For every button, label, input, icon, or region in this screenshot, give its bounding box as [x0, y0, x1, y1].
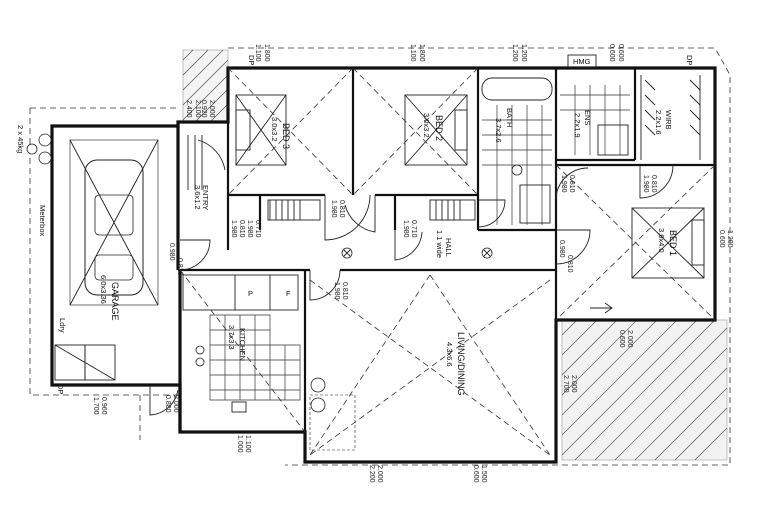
- svg-text:0.980: 0.980: [558, 240, 565, 258]
- dims-interior: 2.100 2.400 2.000 0.920 0.810 1.980 0.71…: [92, 100, 733, 483]
- room-diagonals: [179, 67, 716, 433]
- entry-stairs: [187, 135, 226, 190]
- wirb-label: WIRB: [664, 110, 673, 130]
- fridge-label: F: [286, 289, 291, 298]
- laundry-label: Ldry: [58, 318, 67, 333]
- svg-text:2.000: 2.000: [208, 100, 215, 118]
- dims-top: 1.100 1.800 1.100 1.800 1.200 1.200 0.60…: [254, 44, 624, 62]
- svg-text:0.980: 0.980: [168, 243, 175, 261]
- garage-size: 6.0x3.36: [99, 275, 108, 304]
- entry-size: 3.6x1.2: [193, 185, 202, 210]
- svg-text:1.980: 1.980: [402, 220, 409, 238]
- svg-text:1.980: 1.980: [246, 220, 253, 238]
- bed1-label: BED 1: [668, 230, 678, 256]
- pantry-label: P: [248, 289, 253, 298]
- interior-walls: [180, 68, 715, 432]
- svg-text:1.200: 1.200: [726, 230, 733, 248]
- wirb-robes: [640, 75, 701, 160]
- wirb-size: 2.2x1.6: [654, 110, 663, 135]
- svg-text:2.000: 2.000: [626, 330, 633, 348]
- bed2-furniture: [404, 94, 476, 221]
- bath-label: BATH: [505, 108, 514, 127]
- svg-text:1.700: 1.700: [92, 397, 99, 415]
- living-layout: [309, 274, 551, 456]
- dp-top-left: DP: [247, 55, 256, 65]
- svg-text:1.980: 1.980: [642, 175, 649, 193]
- svg-text:0.600: 0.600: [472, 465, 479, 483]
- svg-text:0.810: 0.810: [566, 255, 573, 273]
- svg-text:0.810: 0.810: [176, 258, 183, 276]
- bed1-size: 3.6x4.0: [657, 228, 666, 253]
- kitchen-label: KITCHEN: [238, 328, 247, 361]
- bed3-size: 3.0x3.2: [270, 117, 279, 142]
- svg-text:0.710: 0.710: [410, 220, 417, 238]
- bath-size: 3.7x2.6: [494, 118, 503, 143]
- living-label: LIVING/DINING: [456, 332, 466, 396]
- svg-text:1.800: 1.800: [263, 44, 270, 62]
- svg-text:0.600: 0.600: [618, 330, 625, 348]
- svg-text:1.980: 1.980: [330, 200, 337, 218]
- svg-text:2.000: 2.000: [570, 375, 577, 393]
- svg-text:1.100: 1.100: [254, 44, 261, 62]
- svg-text:1.100: 1.100: [409, 44, 416, 62]
- kitchen-fittings: [182, 274, 301, 413]
- door-swings: [149, 164, 674, 416]
- svg-text:2.100: 2.100: [194, 100, 201, 118]
- bed3-furniture: [235, 94, 321, 221]
- hmg-label: HMG: [573, 57, 591, 66]
- living-size: 4.3x6.6: [445, 342, 454, 367]
- meterbox-label: Meterbox: [38, 205, 47, 237]
- svg-text:0.810: 0.810: [341, 282, 348, 300]
- svg-text:1.980: 1.980: [560, 175, 567, 193]
- svg-text:2.400: 2.400: [185, 100, 192, 118]
- ens-fixtures: [560, 85, 630, 156]
- svg-text:0.920: 0.920: [200, 100, 207, 118]
- svg-text:1.800: 1.800: [418, 44, 425, 62]
- gas-bottles: [26, 133, 52, 165]
- svg-text:1.200: 1.200: [511, 44, 518, 62]
- hall-label: HALL: [444, 238, 453, 257]
- hall-lights: [341, 247, 493, 259]
- svg-text:1.200: 1.200: [520, 44, 527, 62]
- bath-fixtures: [481, 77, 553, 225]
- svg-text:2.000: 2.000: [376, 465, 383, 483]
- svg-text:0.960: 0.960: [100, 397, 107, 415]
- bed2-label: BED 2: [434, 115, 444, 141]
- bed2-size: 3.0x3.2: [422, 113, 431, 138]
- svg-text:0.880: 0.880: [164, 395, 171, 413]
- garage-label: GARAGE: [110, 282, 120, 321]
- svg-text:0.710: 0.710: [254, 220, 261, 238]
- svg-text:0.600: 0.600: [608, 44, 615, 62]
- hall-size: 1.1 wide: [435, 230, 444, 258]
- svg-text:0.810: 0.810: [338, 200, 345, 218]
- bed1-furniture: [590, 207, 705, 314]
- svg-text:1.980: 1.980: [230, 220, 237, 238]
- svg-text:0.600: 0.600: [718, 230, 725, 248]
- dp-bottom-left: DP: [56, 384, 65, 394]
- svg-text:2.000: 2.000: [172, 395, 179, 413]
- svg-text:1.980: 1.980: [333, 282, 340, 300]
- dp-top-right: DP: [685, 55, 694, 65]
- ens-label: ENS: [583, 110, 592, 125]
- svg-text:1.500: 1.500: [480, 465, 487, 483]
- entry-label: ENTRY: [201, 185, 210, 210]
- svg-text:0.810: 0.810: [650, 175, 657, 193]
- svg-text:2.200: 2.200: [368, 465, 375, 483]
- hmg-box: [567, 54, 597, 68]
- svg-text:0.600: 0.600: [617, 44, 624, 62]
- svg-text:2.700: 2.700: [562, 375, 569, 393]
- svg-text:0.810: 0.810: [238, 220, 245, 238]
- svg-text:1.000: 1.000: [236, 435, 243, 453]
- gas-label: 2 x 45kg: [16, 125, 25, 153]
- ens-size: 2.2x1.9: [573, 113, 582, 138]
- laundry: [54, 344, 116, 381]
- svg-text:0.810: 0.810: [568, 175, 575, 193]
- svg-text:1.100: 1.100: [244, 435, 251, 453]
- garage-car: [69, 139, 159, 306]
- site-boundary: [29, 47, 731, 466]
